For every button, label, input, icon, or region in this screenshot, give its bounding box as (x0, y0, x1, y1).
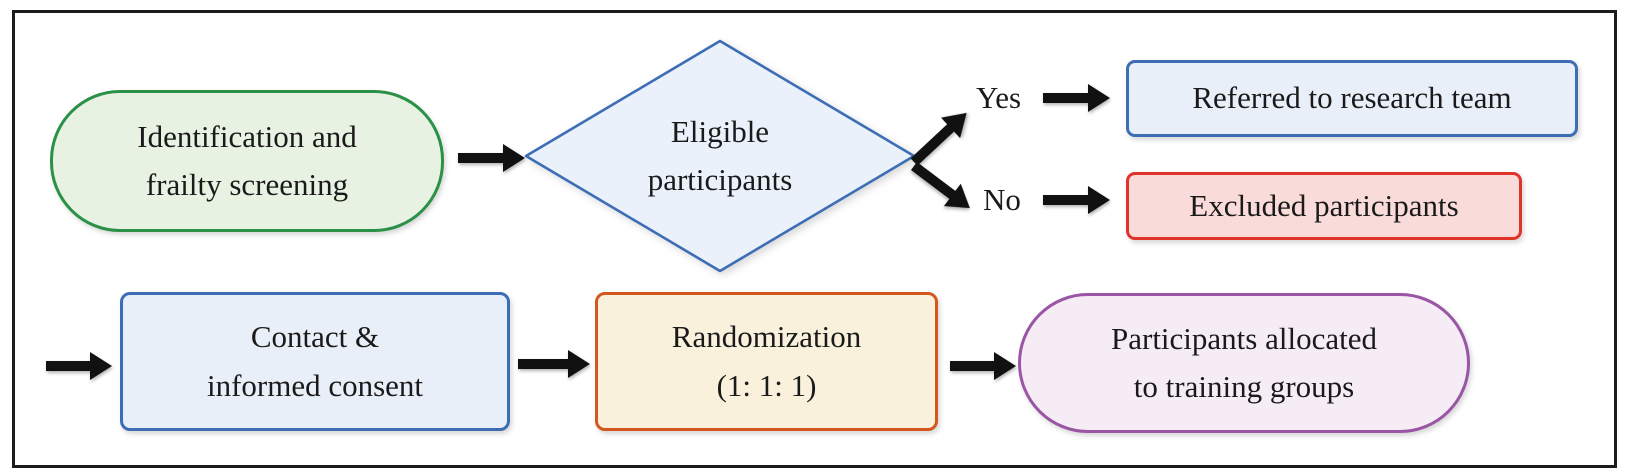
node-excluded-participants: Excluded participants (1126, 172, 1522, 240)
node-referred-to-research-team: Referred to research team (1126, 60, 1578, 137)
arrow-head (1088, 186, 1110, 214)
branch-label-yes: Yes (976, 80, 1022, 115)
arrow-entry-to-contact (46, 352, 112, 380)
node-label-line: (1: 1: 1) (716, 367, 817, 403)
arrow-head (568, 350, 590, 378)
arrow-randomization-to-allocated (950, 352, 1016, 380)
node-label-line: frailty screening (145, 167, 349, 202)
node-contact-informed-consent: Contact & informed consent (120, 292, 510, 431)
branch-label-no: No (983, 182, 1021, 217)
arrow-head (994, 352, 1016, 380)
arrow-shaft (518, 359, 568, 369)
arrow-contact-to-randomization (518, 350, 590, 378)
node-label-line: Identification and (137, 118, 357, 154)
arrow-no-to-excluded (1043, 186, 1110, 214)
arrow-head (503, 144, 525, 172)
node-identification-screening: Identification and frailty screening (50, 90, 444, 232)
arrow-shaft (950, 361, 994, 371)
node-eligible-decision-shape (523, 38, 917, 274)
node-label-line: Randomization (671, 319, 862, 355)
node-label-line: Excluded participants (1189, 187, 1459, 223)
arrow-head (90, 352, 112, 380)
arrow-yes-to-referred (1043, 84, 1110, 112)
node-label-line: participants (647, 162, 793, 197)
arrow-shaft (1043, 195, 1088, 205)
node-label-line: informed consent (206, 367, 424, 403)
node-label-line: to training groups (1133, 369, 1355, 404)
node-label-line: Eligible (670, 113, 770, 149)
node-label-line: Participants allocated (1111, 320, 1377, 356)
arrow-shaft (1043, 93, 1088, 103)
node-participants-allocated: Participants allocated to training group… (1018, 293, 1470, 433)
arrow-shaft (46, 361, 90, 371)
arrow-head (1088, 84, 1110, 112)
node-label-line: Contact & (250, 319, 380, 355)
arrow-shaft (458, 153, 503, 163)
diamond-icon (524, 39, 916, 273)
arrow-identification-to-eligible (458, 144, 525, 172)
node-label-line: Referred to research team (1192, 80, 1512, 116)
node-randomization: Randomization (1: 1: 1) (595, 292, 938, 431)
node-eligible-decision-label: Eligible participants (523, 38, 917, 274)
